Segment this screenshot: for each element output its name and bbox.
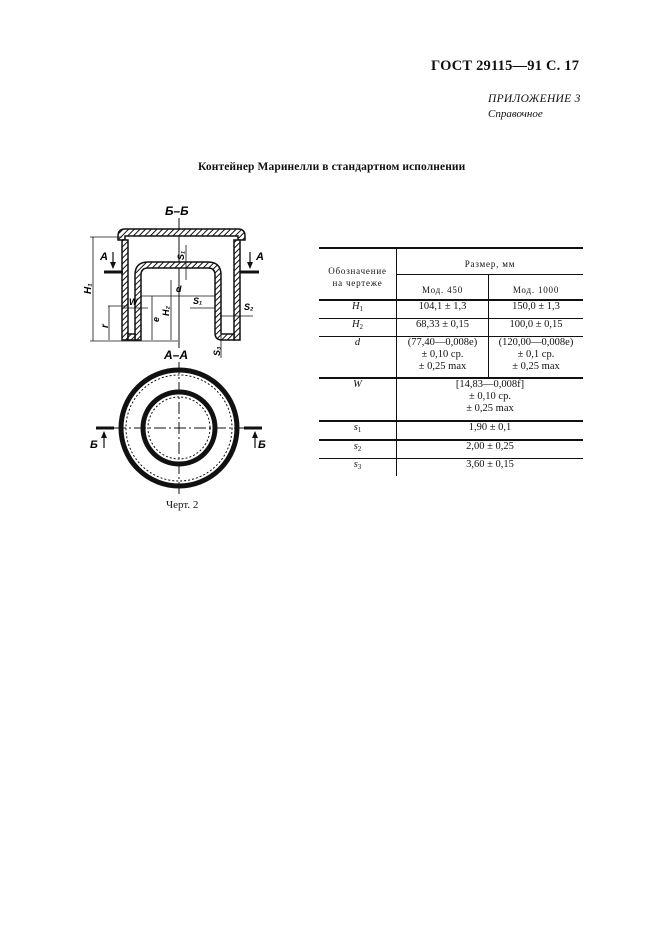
svg-text:H₂: H₂ bbox=[161, 306, 171, 316]
svg-text:S₁: S₁ bbox=[176, 251, 186, 260]
table-row: s2 2,00 ± 0,25 bbox=[319, 440, 583, 459]
table-row: H1 104,1 ± 1,3 150,0 ± 1,3 bbox=[319, 300, 583, 319]
section-aa-view: А–А Б Б bbox=[90, 348, 266, 494]
svg-text:S₁: S₁ bbox=[193, 296, 202, 306]
table-row: s1 1,90 ± 0,1 bbox=[319, 421, 583, 440]
header-mod450: Мод. 450 bbox=[396, 273, 489, 300]
cut-mark-a-left: А bbox=[99, 251, 108, 263]
header-size: Размер, мм bbox=[464, 259, 516, 269]
section-bb-view: Б–Б А А H₁ r W e H₂ bbox=[83, 204, 264, 358]
table-header-row: Обозначение на чертеже Размер, мм bbox=[319, 248, 583, 300]
section-aa-label: А–А bbox=[163, 348, 188, 362]
appendix-status: Справочное bbox=[488, 108, 543, 120]
svg-text:e: e bbox=[151, 317, 161, 322]
figure-title: Контейнер Маринелли в стандартном исполн… bbox=[198, 161, 466, 173]
section-bb-label: Б–Б bbox=[165, 204, 189, 218]
svg-text:d: d bbox=[176, 284, 182, 294]
table-subheader-row: Мод. 450 Мод. 1000 bbox=[319, 273, 583, 300]
document-reference: ГОСТ 29115—91 С. 17 bbox=[431, 58, 580, 74]
table-row: W [14,83—0,008f] ± 0,10 ср. ± 0,25 max bbox=[319, 378, 583, 421]
cut-mark-a-right: А bbox=[255, 251, 264, 263]
svg-text:S₂: S₂ bbox=[244, 302, 254, 312]
header-mod1000: Мод. 1000 bbox=[488, 273, 583, 300]
appendix-label: ПРИЛОЖЕНИЕ 3 bbox=[488, 93, 581, 105]
svg-text:W: W bbox=[129, 297, 139, 307]
dimensions-table: Обозначение на чертеже Размер, мм Мод. 4… bbox=[319, 247, 583, 476]
header-designation: Обозначение на чертеже bbox=[319, 248, 397, 300]
svg-text:r: r bbox=[100, 323, 111, 328]
marinelli-container-drawing: Б–Б А А H₁ r W e H₂ bbox=[83, 204, 266, 494]
table-row: d (77,40—0,008e) ± 0,10 ср. ± 0,25 max (… bbox=[319, 336, 583, 378]
cut-mark-b-left: Б bbox=[90, 439, 98, 451]
table-row: s3 3,60 ± 0,15 bbox=[319, 458, 583, 476]
svg-text:H₁: H₁ bbox=[83, 283, 94, 294]
svg-text:S₃: S₃ bbox=[212, 346, 222, 356]
cut-mark-b-right: Б bbox=[258, 439, 266, 451]
table-row: H2 68,33 ± 0,15 100,0 ± 0,15 bbox=[319, 318, 583, 337]
figure-caption: Черт. 2 bbox=[166, 499, 199, 511]
